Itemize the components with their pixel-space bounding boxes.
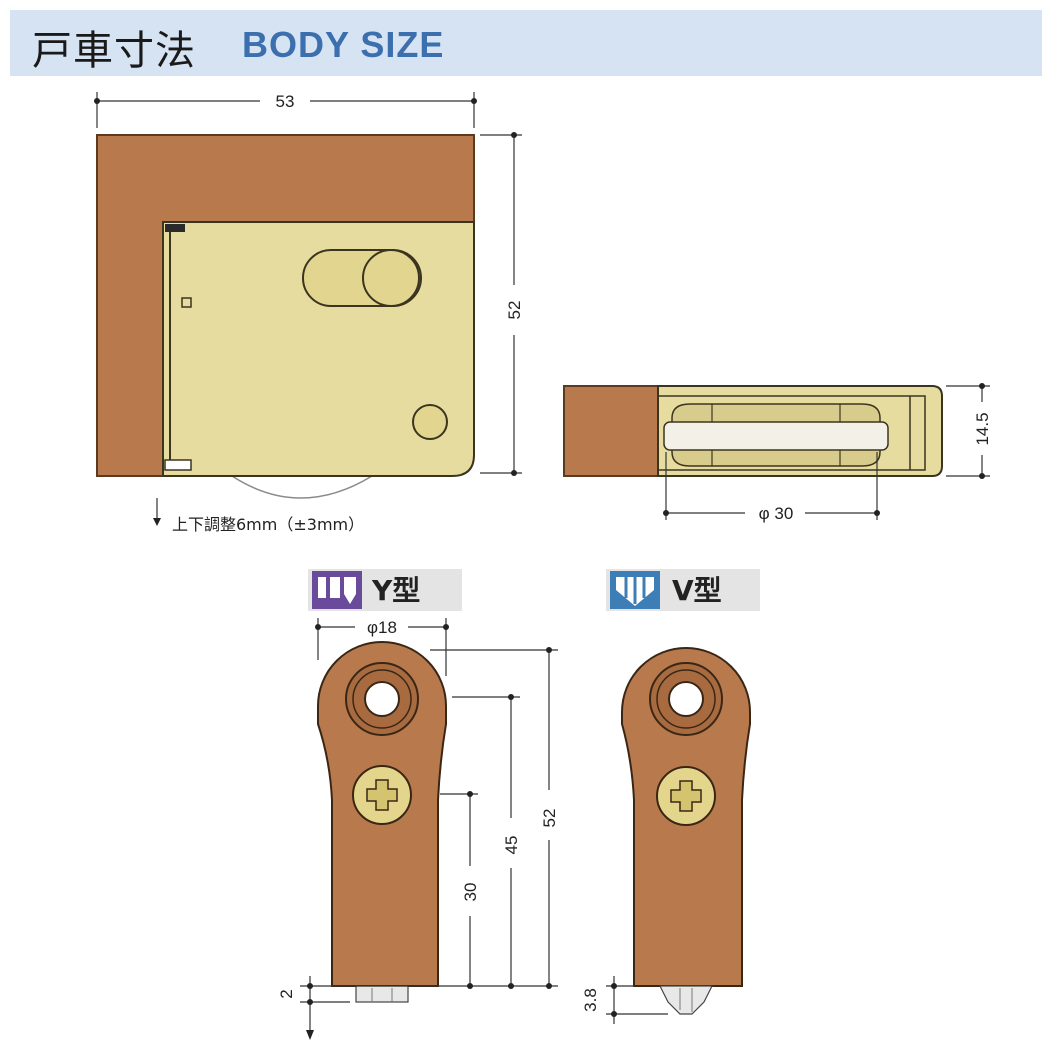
y-dim-total: 52: [540, 809, 559, 828]
dim-wheel-diameter: φ 30: [759, 504, 794, 523]
square-hole: [181, 297, 192, 308]
side-wheel: [663, 421, 889, 451]
wheel-outline: [231, 475, 373, 499]
adjust-screw-head: [362, 249, 420, 307]
dim-height-52: 52: [505, 301, 524, 320]
dim-thickness: 14.5: [973, 412, 992, 445]
v-type-part: V型 3.8: [581, 569, 760, 1024]
y-dim-tip: 2: [277, 989, 296, 998]
side-wood: [563, 385, 659, 477]
y-type-part: Y型 φ18 52 45: [277, 569, 559, 1040]
front-view: 53 52 上下調整6mm（±3mm）: [94, 92, 524, 534]
y-tip: [355, 985, 409, 1003]
adjust-note: 上下調整6mm（±3mm）: [172, 515, 364, 534]
y-dim-screw: 30: [461, 883, 480, 902]
y-dim-diameter: φ18: [367, 618, 397, 637]
notch-bottom: [164, 459, 192, 471]
section-header: 戸車寸法 BODY SIZE: [10, 10, 1042, 76]
y-phillips-cross-icon: [366, 779, 398, 811]
v-phillips-cross-icon: [670, 780, 702, 812]
v-dim-tip: 3.8: [581, 988, 600, 1012]
y-hole: [364, 681, 400, 717]
v-hole: [668, 681, 704, 717]
y-type-label: Y型: [371, 574, 420, 607]
round-hole: [412, 404, 448, 440]
title-english: BODY SIZE: [242, 24, 445, 65]
dim-width-53: 53: [276, 92, 295, 111]
notch-top: [165, 224, 185, 232]
y-profile-icon: [318, 577, 356, 604]
v-type-label: V型: [672, 574, 722, 607]
title-japanese: 戸車寸法: [32, 28, 196, 74]
v-tip: [659, 985, 713, 1015]
side-view: φ 30 14.5: [563, 383, 992, 523]
y-dim-hole: 45: [502, 836, 521, 855]
